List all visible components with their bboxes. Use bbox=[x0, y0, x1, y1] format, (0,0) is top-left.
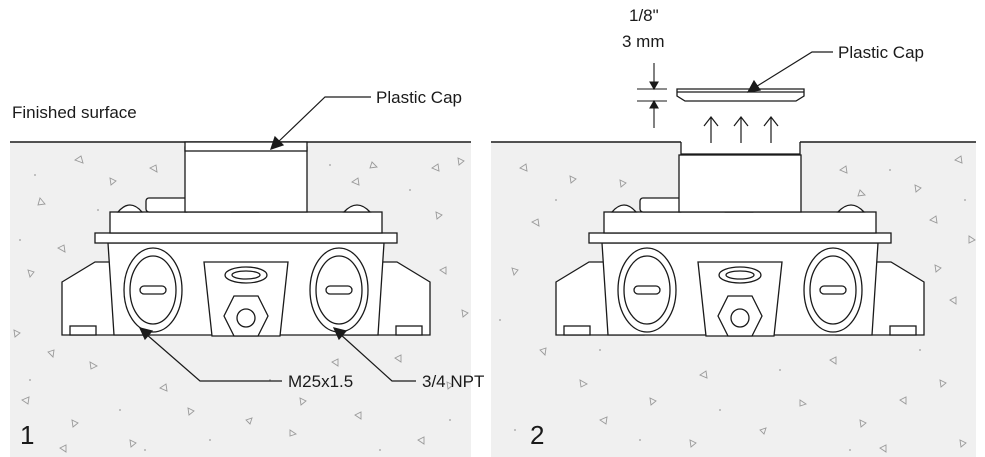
gap-imperial-label: 1/8" bbox=[629, 6, 659, 25]
floor-box-2 bbox=[555, 88, 925, 337]
floor-box-1 bbox=[61, 141, 431, 337]
gap-metric-label: 3 mm bbox=[622, 32, 665, 51]
plastic-cap-label-2: Plastic Cap bbox=[838, 43, 924, 62]
panel-number-1: 1 bbox=[20, 420, 34, 450]
gap-dimension bbox=[637, 63, 667, 128]
lift-arrows bbox=[703, 116, 779, 143]
plastic-cap-label-1: Plastic Cap bbox=[376, 88, 462, 107]
plastic-cap-2 bbox=[676, 88, 805, 102]
leader-lines bbox=[138, 51, 833, 382]
panel-number-2: 2 bbox=[530, 420, 544, 450]
port-label-m25: M25x1.5 bbox=[288, 372, 353, 391]
concrete-texture bbox=[13, 155, 976, 453]
finished-surface-label: Finished surface bbox=[12, 103, 137, 122]
port-label-npt: 3/4 NPT bbox=[422, 372, 484, 391]
